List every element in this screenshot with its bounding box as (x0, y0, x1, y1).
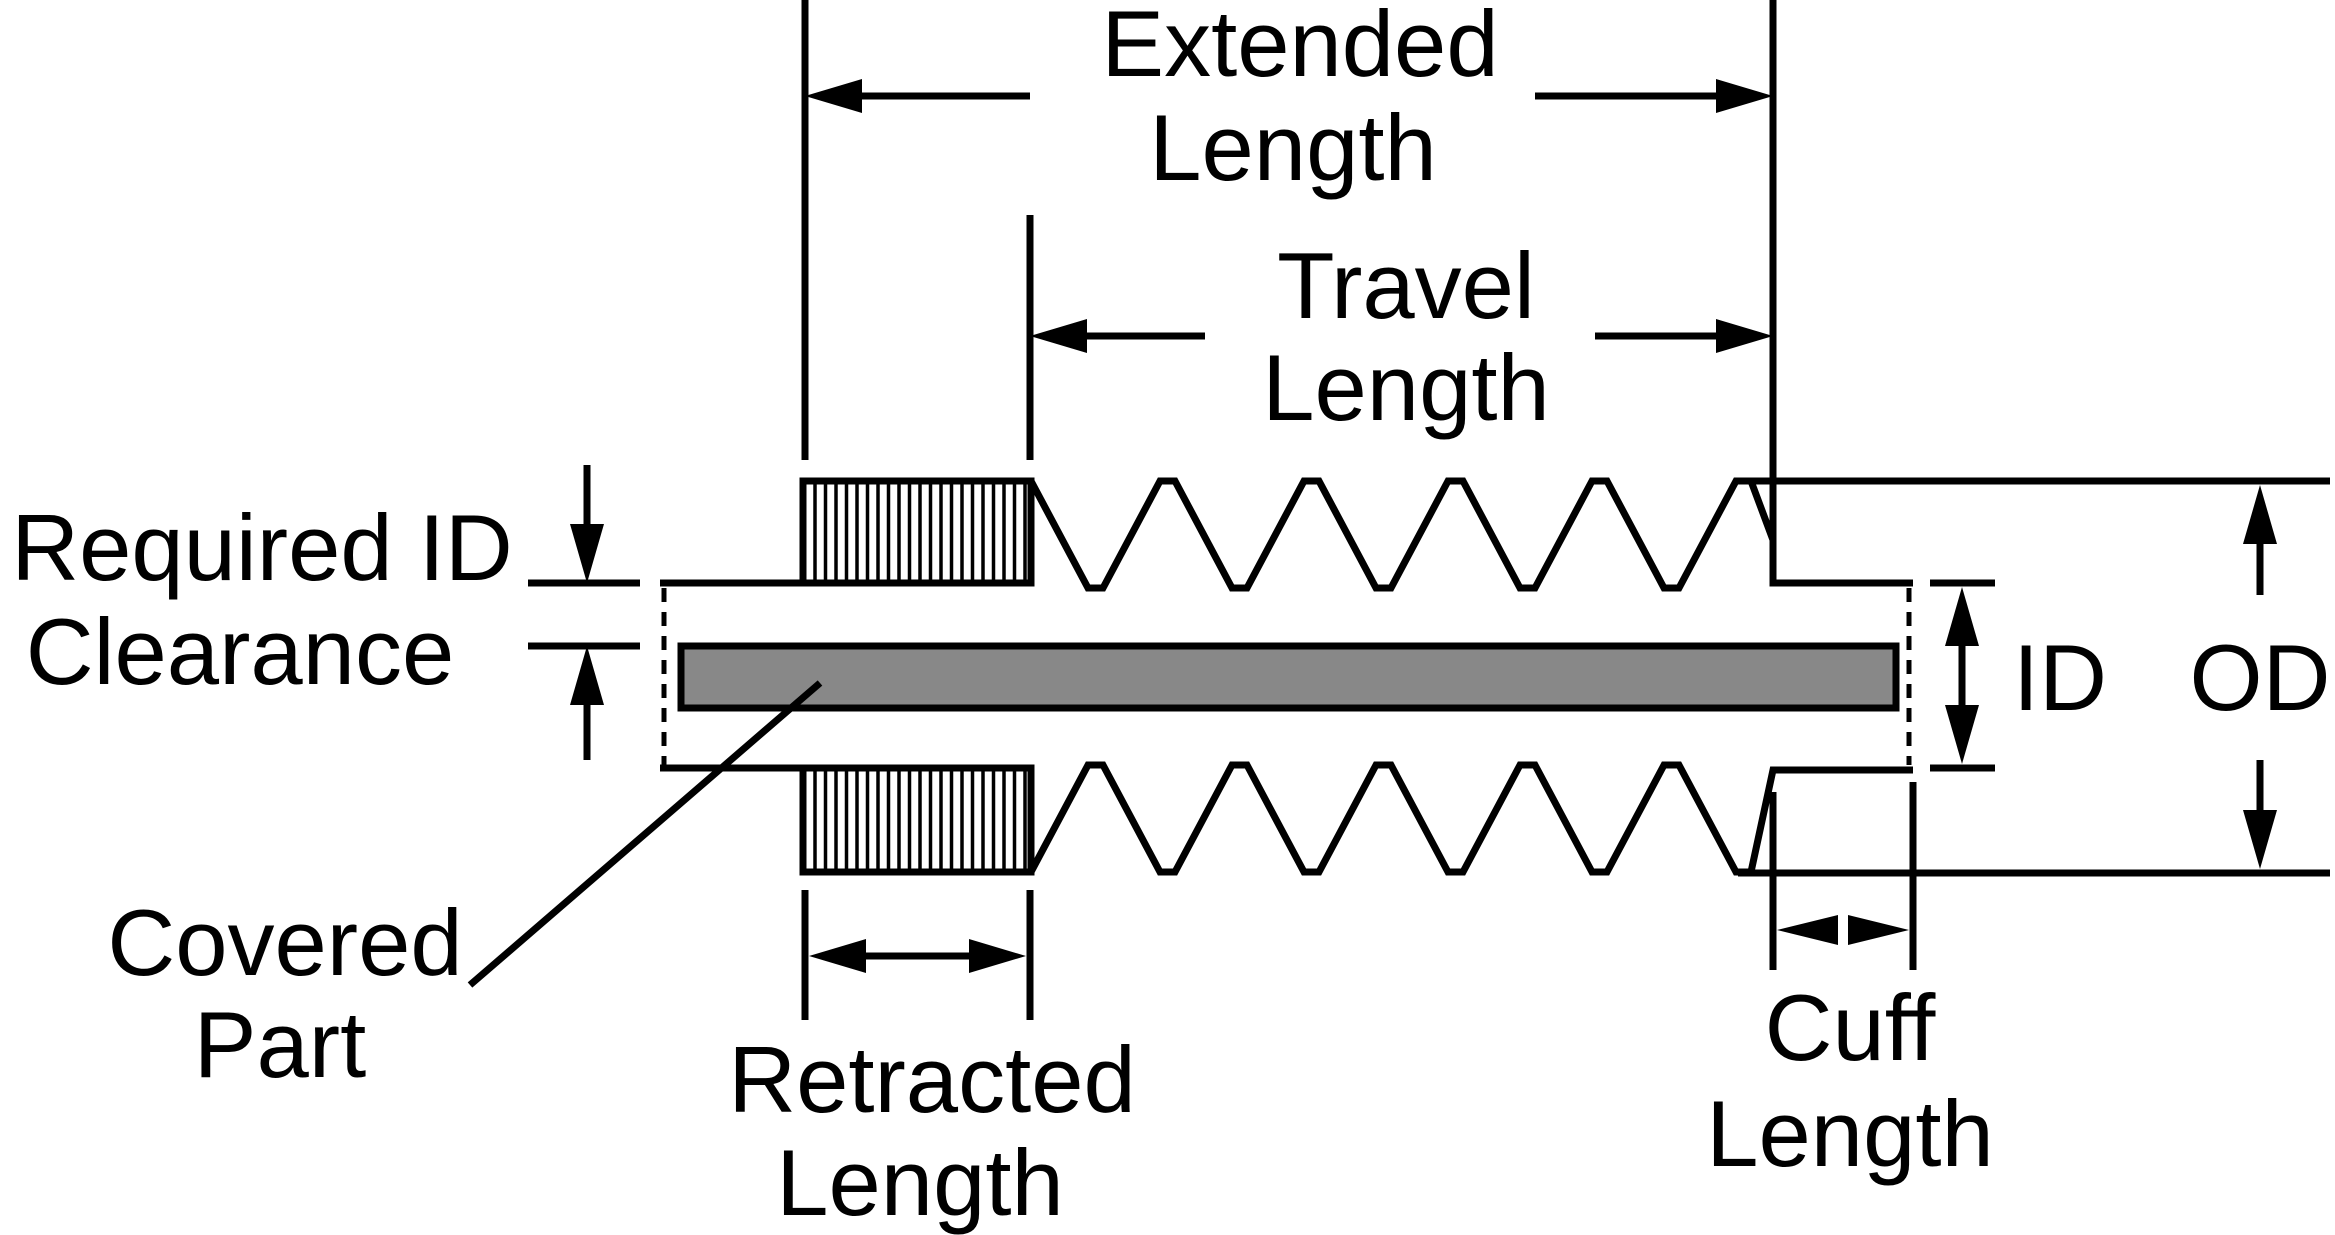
top-extended-convolutions (1027, 477, 1913, 592)
covered-part-label-line1: Covered (107, 890, 462, 995)
cuff-length-label-line1: Cuff (1765, 975, 1937, 1080)
id-up-arrowhead (1945, 587, 1979, 646)
od-down-arrowhead (2243, 810, 2277, 869)
od-label: OD (2190, 625, 2331, 730)
travel-left-arrowhead (1030, 319, 1087, 353)
travel-length-label-line1: Travel (1277, 233, 1535, 338)
bottom-pleat-hatching (813, 771, 1027, 869)
retracted-left-arrowhead (809, 939, 866, 973)
required-id-clearance-dimension (528, 465, 640, 760)
bellows-top (660, 477, 1913, 592)
travel-right-arrowhead (1716, 319, 1773, 353)
cuff-length-dimension (1769, 782, 1917, 970)
covered-part-leader (467, 680, 823, 988)
extended-left-arrowhead (805, 79, 862, 113)
od-dimension (2243, 485, 2277, 869)
id-down-arrowhead (1945, 705, 1979, 764)
cuff-left-arrowhead (1777, 915, 1838, 945)
covered-part-bar (677, 642, 1900, 712)
extended-length-label-line2: Length (1149, 95, 1437, 200)
cuff-right-arrowhead (1848, 915, 1909, 945)
cuff-length-label-line2: Length (1706, 1081, 1994, 1186)
top-pleat-hatching (813, 484, 1027, 580)
bellows-bottom (660, 761, 1913, 876)
bottom-extended-convolutions (1027, 761, 1913, 876)
clearance-down-arrowhead (570, 524, 604, 583)
id-dimension (1930, 579, 1995, 772)
retracted-length-label-line2: Length (776, 1130, 1064, 1235)
extended-length-dimension (801, 0, 1777, 540)
extended-length-label-line1: Extended (1101, 0, 1498, 96)
travel-length-dimension (1026, 215, 1773, 460)
travel-length-label-line2: Length (1262, 335, 1550, 440)
required-id-clearance-label-line2: Clearance (26, 599, 454, 704)
od-up-arrowhead (2243, 485, 2277, 544)
id-label: ID (2013, 625, 2107, 730)
clearance-up-arrowhead (570, 646, 604, 705)
retracted-length-label-line1: Retracted (728, 1027, 1136, 1132)
retracted-length-dimension (801, 890, 1034, 1020)
covered-part-label-line2: Part (194, 992, 366, 1097)
retracted-right-arrowhead (969, 939, 1026, 973)
required-id-clearance-label-line1: Required ID (11, 495, 513, 600)
extended-right-arrowhead (1716, 79, 1773, 113)
